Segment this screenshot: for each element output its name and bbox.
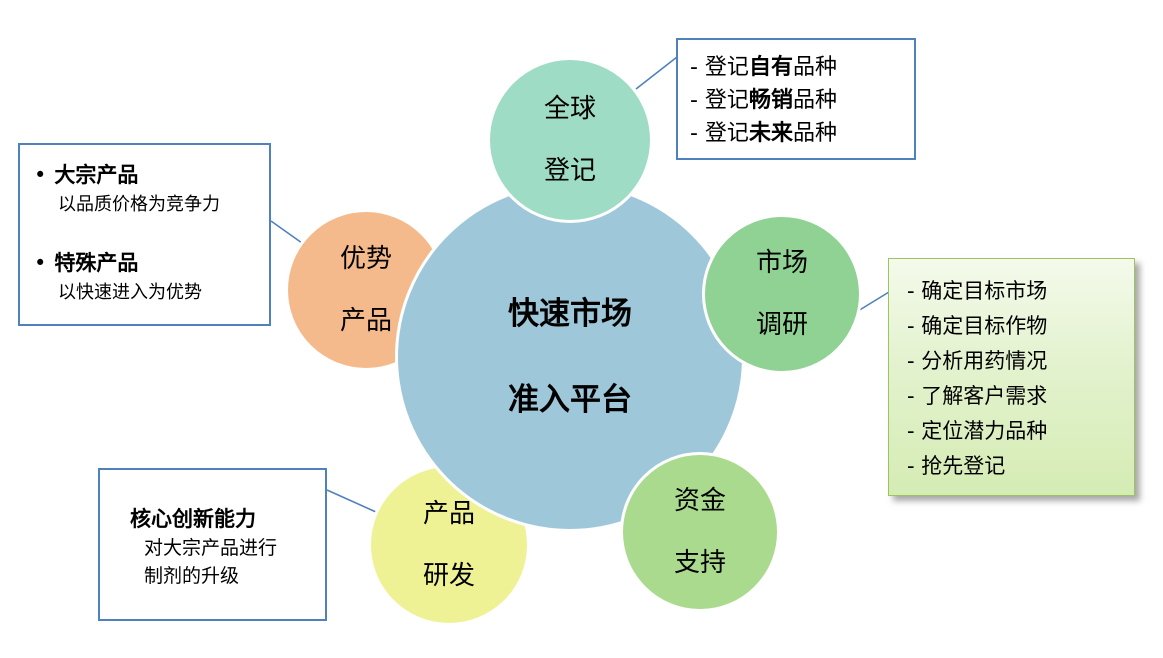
callout-registration-line: - 登记未来品种 — [690, 117, 902, 150]
circle-advantage-products-line2: 产品 — [339, 306, 392, 336]
text-segment: 品种 — [792, 121, 837, 146]
callout-research-line: - 了解客户需求 — [907, 384, 1048, 408]
text-segment: - 登记 — [690, 88, 749, 113]
connector-product-rd — [326, 489, 377, 513]
callout-research-line: - 分析用药情况 — [907, 349, 1048, 373]
callout-product-item: • 特殊产品 以快速进入为优势 — [34, 247, 257, 307]
text-segment-bold: 自有 — [748, 55, 793, 80]
callout-product-item: • 大宗产品 以品质价格为竞争力 — [34, 159, 257, 219]
callout-product-types: • 大宗产品 以品质价格为竞争力 • 特殊产品 以快速进入为优势 — [18, 143, 271, 326]
text-segment: 品种 — [792, 88, 837, 113]
callout-core-innovation: 核心创新能力 对大宗产品进行 制剂的升级 — [98, 468, 327, 621]
callout-research-line: - 确定目标市场 — [907, 279, 1048, 303]
callout-innovation-desc-line: 制剂的升级 — [144, 565, 240, 587]
text-segment-bold: 未来 — [748, 121, 793, 146]
text-segment-bold: 畅销 — [748, 88, 793, 113]
callout-product-item-title: • 大宗产品 — [34, 159, 257, 191]
callout-research-line: - 定位潜力品种 — [907, 419, 1048, 443]
connector-advantage-products — [270, 220, 303, 244]
callout-product-item-title: • 特殊产品 — [34, 247, 257, 279]
text-segment: 品种 — [792, 55, 837, 80]
callout-research-line: - 确定目标作物 — [907, 314, 1048, 338]
circle-market-research-line1: 市场 — [755, 248, 808, 278]
callout-registration-varieties: - 登记自有品种 - 登记畅销品种 - 登记未来品种 — [676, 38, 916, 160]
circle-funding-support-line2: 支持 — [673, 548, 726, 578]
circle-funding-support-line1: 资金 — [673, 486, 726, 516]
circle-product-rd-line2: 研发 — [422, 561, 475, 591]
text-segment-bold: 大宗产品 — [54, 163, 139, 187]
circle-global-registration-line2: 登记 — [543, 156, 596, 186]
circle-advantage-products-line1: 优势 — [339, 244, 392, 274]
center-circle-line1: 快速市场 — [508, 296, 632, 332]
circle-global-registration: 全球 登记 — [487, 57, 653, 223]
callout-product-item-desc: 以品质价格为竞争力 — [58, 194, 220, 215]
callout-registration-line: - 登记自有品种 — [690, 51, 902, 84]
text-segment: - 登记 — [690, 55, 749, 80]
text-segment-bold: 特殊产品 — [54, 251, 139, 275]
callout-product-item-desc: 以快速进入为优势 — [58, 282, 202, 303]
text-segment: - 登记 — [690, 121, 749, 146]
bullet-marker: • — [34, 251, 47, 275]
callout-registration-line: - 登记畅销品种 — [690, 84, 902, 117]
callout-research-line: - 抢先登记 — [907, 454, 1006, 478]
callout-innovation-desc-line: 对大宗产品进行 — [144, 537, 278, 559]
circle-funding-support: 资金 支持 — [620, 452, 780, 612]
circle-global-registration-line1: 全球 — [543, 94, 596, 124]
circle-market-research-line2: 调研 — [755, 310, 808, 340]
center-circle-line2: 准入平台 — [508, 382, 632, 418]
callout-market-research-tasks: - 确定目标市场 - 确定目标作物 - 分析用药情况 - 了解客户需求 - 定位… — [888, 258, 1135, 496]
bullet-marker: • — [34, 163, 47, 187]
circle-product-rd-line1: 产品 — [422, 499, 475, 529]
connector-global-registration — [635, 56, 678, 90]
circle-market-research: 市场 调研 — [702, 214, 862, 374]
callout-innovation-title: 核心创新能力 — [130, 507, 256, 531]
